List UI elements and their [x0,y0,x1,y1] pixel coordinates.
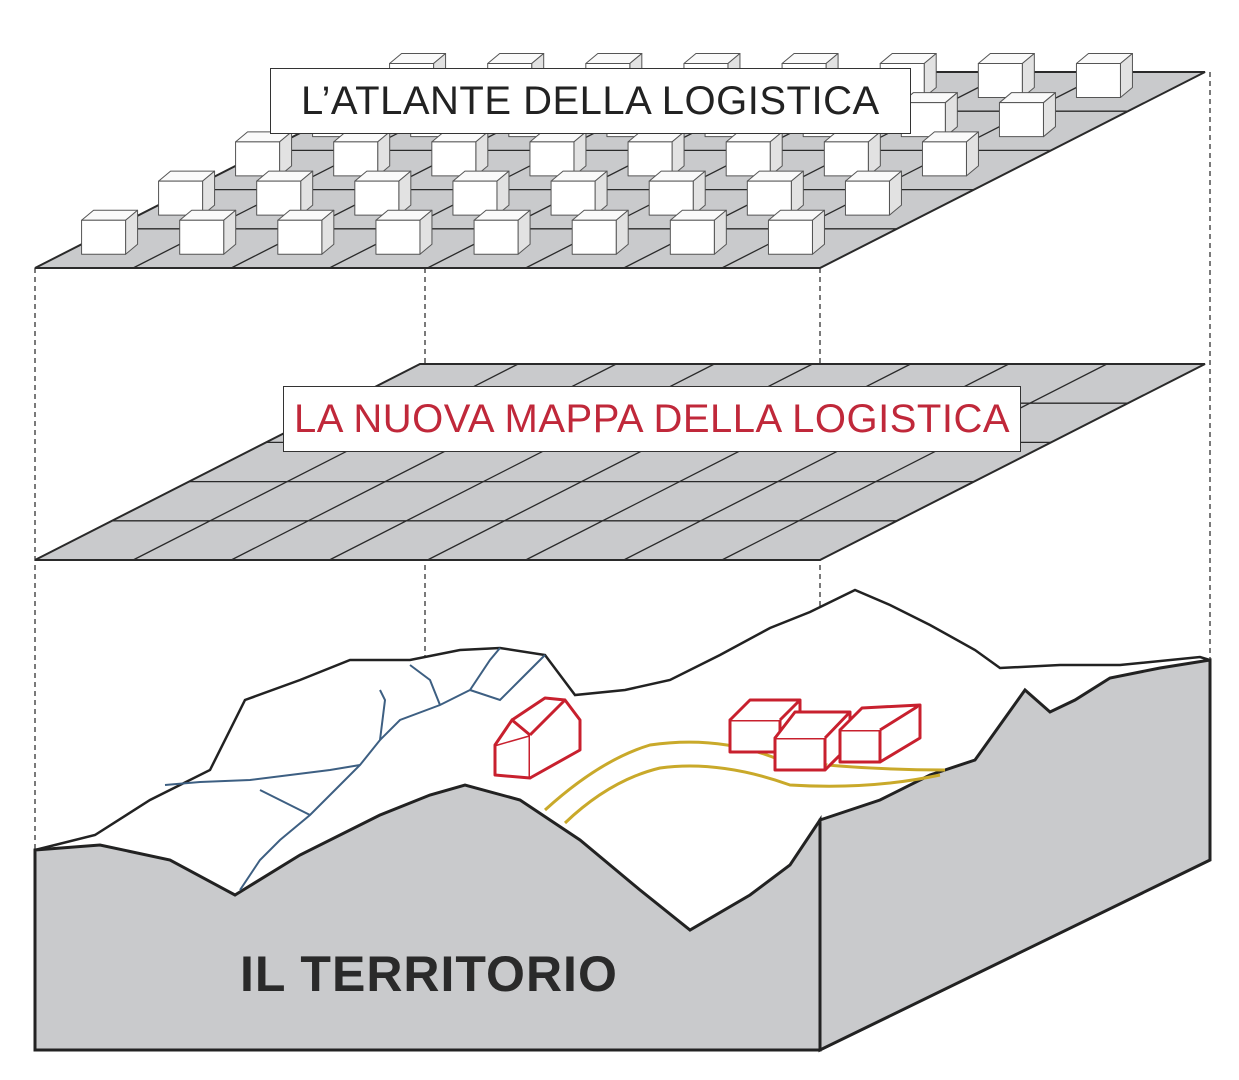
warehouse-cube [746,170,804,216]
warehouse-cube [81,209,139,255]
warehouse-cube [550,170,608,216]
warehouse-cube [998,92,1056,138]
warehouse-cube [725,131,783,177]
warehouse-building-3 [838,703,922,764]
warehouse-cube [452,170,510,216]
warehouse-cube [977,52,1035,98]
warehouse-cube [1075,52,1133,98]
atlas-layer-title: L’ATLANTE DELLA LOGISTICA [270,68,911,134]
territory-layer-title: IL TERRITORIO [240,946,618,1002]
terrain-side-face [818,658,1212,1053]
warehouse-cube [333,131,391,177]
warehouse-cube [179,209,237,255]
warehouse-cube [354,170,412,216]
warehouse-cube [767,209,825,255]
warehouse-cube [235,131,293,177]
warehouse-cube [375,209,433,255]
warehouse-cube [256,170,314,216]
warehouse-cube [669,209,727,255]
warehouse-cube [648,170,706,216]
territory-block [33,588,1212,1053]
warehouse-cube [431,131,489,177]
warehouse-cube [277,209,335,255]
warehouse-cube [823,131,881,177]
warehouse-building-2 [773,710,852,772]
grid-line [721,363,1108,561]
map-layer-title: LA NUOVA MAPPA DELLA LOGISTICA [283,386,1022,452]
warehouse-cube [571,209,629,255]
warehouse-cube [921,131,979,177]
warehouse-cube [844,170,902,216]
warehouse-cube [627,131,685,177]
road [543,740,946,825]
logistics-buildings [493,696,922,780]
warehouse-cube [158,170,216,216]
house-building [493,696,582,780]
river-network [164,647,546,891]
warehouse-cube [529,131,587,177]
warehouse-cube [473,209,531,255]
